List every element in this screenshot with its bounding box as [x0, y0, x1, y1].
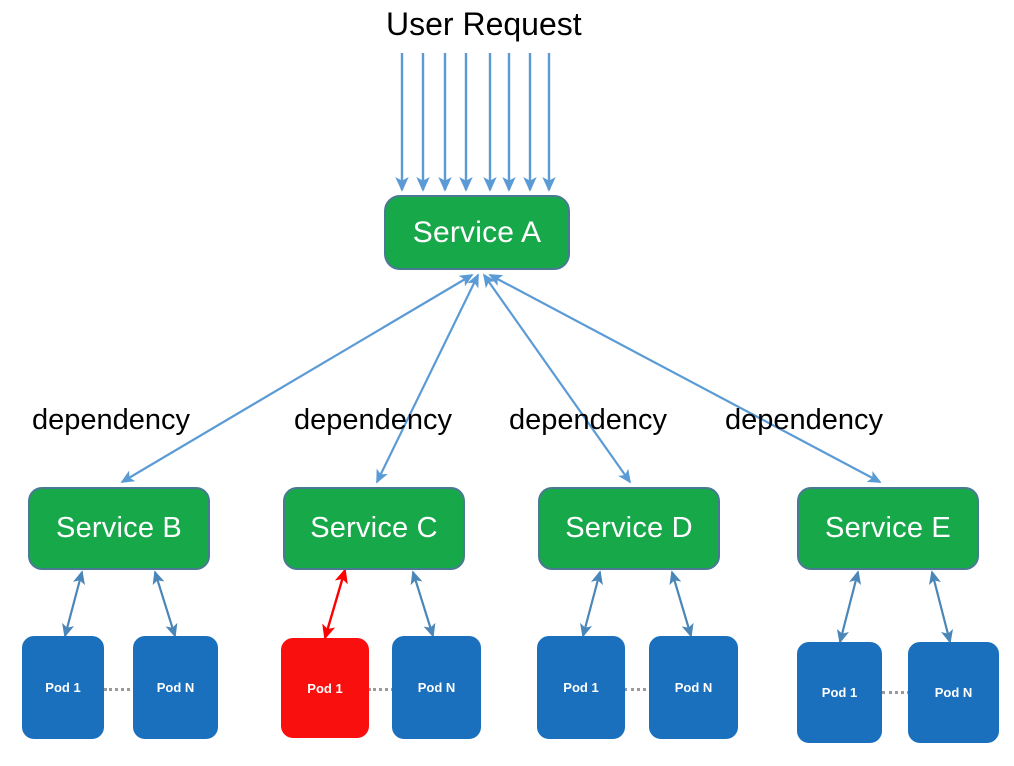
edge-c-pod1-alert: [322, 568, 348, 640]
service-dependency-edges: [120, 273, 882, 484]
service-b-pod-edges: [62, 570, 178, 638]
dependency-label-2: dependency: [294, 404, 453, 436]
service-e-pod-edges: [836, 570, 954, 644]
pod-link-service-d: [624, 688, 652, 691]
pod-label: Pod 1: [307, 680, 343, 696]
edge-a-d: [482, 273, 632, 484]
dependency-label-1: dependency: [32, 404, 191, 436]
service-e-label: Service E: [825, 512, 951, 544]
pod-link-service-b: [104, 688, 136, 691]
pod-node-d-pod-1[interactable]: Pod 1: [537, 636, 625, 739]
pod-node-e-pod-n[interactable]: Pod N: [908, 642, 999, 743]
dependency-label-4: dependency: [725, 404, 884, 436]
service-a-label: Service A: [412, 215, 542, 249]
service-node-service-e[interactable]: Service E: [797, 487, 979, 570]
pod-link-service-c: [368, 688, 400, 691]
pod-label: Pod N: [156, 680, 195, 695]
pod-node-b-pod-1[interactable]: Pod 1: [22, 636, 104, 739]
service-node-service-d[interactable]: Service D: [538, 487, 720, 570]
pod-node-c-pod-n[interactable]: Pod N: [392, 636, 481, 739]
service-d-label: Service D: [565, 512, 693, 544]
pod-label: Pod N: [934, 685, 973, 700]
service-node-service-b[interactable]: Service B: [28, 487, 210, 570]
pod-label: Pod 1: [821, 685, 858, 700]
service-c-label: Service C: [310, 512, 438, 544]
pod-label: Pod N: [417, 680, 456, 695]
user-request-arrows: [395, 53, 556, 192]
dependency-label-3: dependency: [509, 404, 668, 436]
pod-node-b-pod-n[interactable]: Pod N: [133, 636, 218, 739]
pod-label: Pod N: [674, 680, 713, 695]
pod-link-service-e: [882, 691, 910, 694]
pod-node-d-pod-n[interactable]: Pod N: [649, 636, 738, 739]
service-d-pod-edges: [580, 570, 694, 638]
service-node-service-c[interactable]: Service C: [283, 487, 465, 570]
pod-node-e-pod-1[interactable]: Pod 1: [797, 642, 882, 743]
pod-node-c-pod-1[interactable]: Pod 1: [281, 638, 369, 738]
service-b-label: Service B: [56, 512, 182, 544]
page-title: User Request: [386, 6, 582, 42]
edge-a-e: [488, 274, 882, 483]
pod-label: Pod 1: [45, 680, 81, 695]
service-node-service-a[interactable]: Service A: [384, 195, 570, 270]
service-c-pod-edges: [322, 568, 436, 640]
edge-a-c: [376, 273, 479, 484]
edge-a-b: [120, 274, 474, 483]
pod-label: Pod 1: [563, 680, 599, 695]
